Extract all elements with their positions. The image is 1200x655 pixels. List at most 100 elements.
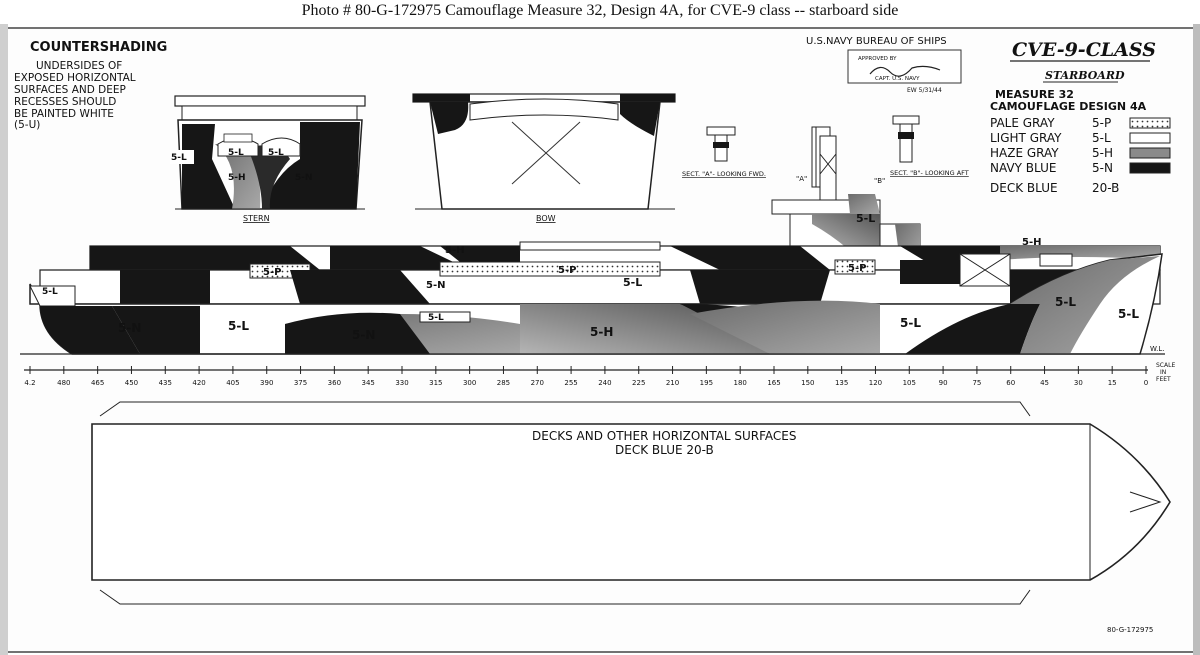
scale-tick-label: 165 [767,379,780,387]
approval-rank: CAPT. U.S. NAVY [875,76,920,82]
scale-tick-label: 270 [531,379,544,387]
deck-note-line2: DECK BLUE 20-B [615,443,714,457]
color-legend: PALE GRAY 5-P LIGHT GRAY 5-L HAZE GRAY 5… [990,116,1171,195]
countershading-line: (5-U) [14,119,40,131]
scale-tick-label: 390 [260,379,273,387]
stern-view: 5-L 5-L 5-L 5-H 5-N STERN [170,95,366,223]
legend-code: 20-B [1092,181,1119,195]
sheet-edge-left [0,24,8,655]
scale-tick-label: 120 [869,379,882,387]
countershading-line: RECESSES SHOULD [14,96,116,108]
scale-tick-label: 465 [91,379,104,387]
side-profile: 5-L 5-H 5-H 5-P 5-P 5-P 5-L 5-N [20,135,1165,355]
profile-label: 5-L [42,287,58,297]
profile-label: 5-L [1055,295,1076,309]
profile-label: 5-H [590,325,613,339]
countershading-line: SURFACES AND DEEP [14,84,126,96]
profile-label: 5-P [558,265,576,276]
scale-tick-label: 0 [1144,379,1148,387]
stern-label: 5-L [171,153,187,163]
scale-tick-label: 435 [159,379,172,387]
profile-label: 5-L [900,316,921,330]
scale-tick-label: 330 [395,379,408,387]
legend-code: 5-L [1092,131,1111,145]
scale-tick-label: 75 [972,379,981,387]
scale-tick-label: 405 [226,379,239,387]
approval-date: EW 5/31/44 [907,87,942,94]
countershading-note: COUNTERSHADING UNDERSIDES OF EXPOSED HOR… [14,40,167,131]
camouflage-drawing: COUNTERSHADING UNDERSIDES OF EXPOSED HOR… [0,24,1200,655]
scale-tick-label: 240 [598,379,611,387]
countershading-title: COUNTERSHADING [30,40,167,55]
scale-tick-label: 135 [835,379,848,387]
scale-tick-label: 45 [1040,379,1049,387]
stern-label: 5-H [228,173,246,183]
profile-label: 5-L [428,313,444,323]
scale-tick-label: 4.2 [24,379,35,387]
countershading-line: BE PAINTED WHITE [14,108,114,120]
title-block: U.S.NAVY BUREAU OF SHIPS APPROVED BY CAP… [806,36,1156,113]
legend-swatch-navy-blue [1129,162,1171,174]
legend-swatch-light-gray [1129,132,1171,144]
design-label: CAMOUFLAGE DESIGN 4A [990,100,1147,113]
profile-label: 5-L [1118,307,1139,321]
stern-caption: STERN [243,214,270,223]
side-label: STARBOARD [1045,69,1125,82]
scale-tick-label: 60 [1006,379,1015,387]
bow-view: BOW [412,93,676,223]
legend-name: HAZE GRAY [990,146,1059,160]
profile-label: 5-L [856,212,875,225]
scale-tick-label: 315 [429,379,442,387]
scale-tick-label: 255 [564,379,577,387]
scale-tick-label: 225 [632,379,645,387]
scale-tick-label: 150 [801,379,814,387]
profile-label: 5-L [623,276,642,289]
profile-label: 5-N [118,321,141,335]
mast [819,135,837,201]
scale-tick-label: 480 [57,379,70,387]
bureau-of-ships: U.S.NAVY BUREAU OF SHIPS [806,36,947,47]
profile-label: 5-N [352,328,375,342]
scale-caption: IN [1160,369,1166,376]
legend-code: 5-P [1092,116,1111,130]
photo-caption: Photo # 80-G-172975 Camouflage Measure 3… [301,2,899,19]
legend-name: LIGHT GRAY [990,131,1062,145]
scale-tick-label: 30 [1074,379,1083,387]
profile-label: 5-N [426,280,445,291]
stern-label: 5-L [228,148,244,158]
waterline-label: W.L. [1150,345,1164,353]
scale-caption: SCALE [1156,362,1175,369]
profile-label: 5-H [445,245,464,256]
profile-label: 5-P [263,267,281,278]
stern-label: 5-N [295,173,313,183]
countershading-line: UNDERSIDES OF [36,60,122,72]
section-a-marker: "A" [796,175,807,183]
stern-label: 5-L [268,148,284,158]
scale-tick-label: 285 [497,379,510,387]
scale-tick-label: 375 [294,379,307,387]
profile-label: 5-L [228,319,249,333]
scale-tick-label: 90 [939,379,948,387]
profile-label: 5-H [1022,237,1041,248]
section-b-caption: SECT. "B"- LOOKING AFT [890,169,969,177]
countershading-line: EXPOSED HORIZONTAL [14,72,136,84]
deck-plan: DECKS AND OTHER HORIZONTAL SURFACES DECK… [91,401,1171,605]
measure-label: MEASURE 32 [995,88,1074,101]
legend-code: 5-H [1092,146,1113,160]
legend-name: DECK BLUE [990,181,1058,195]
archive-stamp: 80-G-172975 [1107,626,1153,634]
legend-name: PALE GRAY [990,116,1055,130]
scale-tick-label: 15 [1108,379,1117,387]
legend-code: 5-N [1092,161,1113,175]
deck-note-line1: DECKS AND OTHER HORIZONTAL SURFACES [532,429,797,443]
scale-tick-label: 210 [666,379,679,387]
scale-caption: FEET [1156,376,1171,383]
legend-swatch-pale-gray [1129,117,1171,129]
scale-tick-label: 180 [733,379,746,387]
scale-tick-label: 450 [125,379,138,387]
section-a-caption: SECT. "A"- LOOKING FWD. [682,170,766,178]
profile-label: 5-P [848,263,866,274]
legend-swatch-haze-gray [1129,147,1171,159]
scale-tick-label: 105 [903,379,916,387]
